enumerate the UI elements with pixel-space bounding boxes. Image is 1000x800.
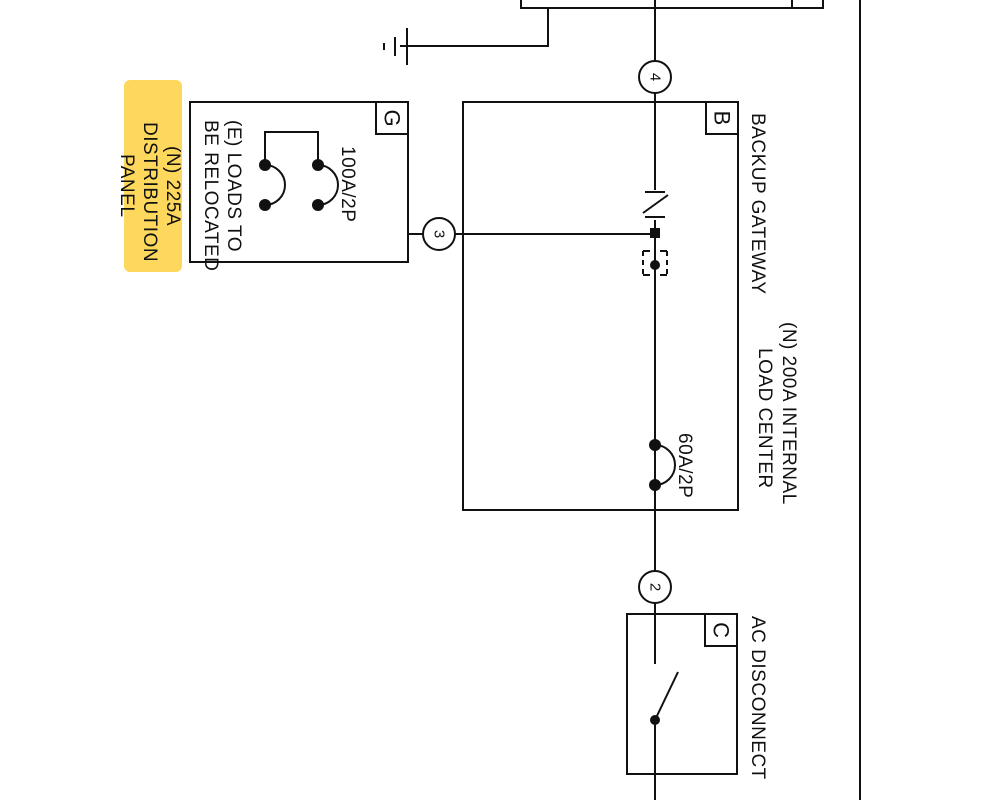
panel-name-line3: PANEL xyxy=(116,154,137,217)
node-3: 3 xyxy=(422,217,456,251)
top-equipment-box xyxy=(520,0,824,9)
panel-name-line2: DISTRIBUTION xyxy=(139,122,160,262)
tag-b: B xyxy=(710,111,735,126)
breaker-60a-label: 60A/2P xyxy=(674,433,695,498)
breaker-100a-label: 100A/2P xyxy=(337,146,358,222)
backup-gateway-label: BACKUP GATEWAY xyxy=(747,113,768,295)
svg-text:2: 2 xyxy=(647,583,664,591)
loads-label-line2: BE RELOCATED xyxy=(200,120,221,271)
panel-bus-wire xyxy=(264,131,319,165)
tag-g: G xyxy=(380,109,405,126)
node-4: 4 xyxy=(638,60,672,94)
ac-disconnect-box: C xyxy=(626,613,738,775)
ac-disconnect-label: AC DISCONNECT xyxy=(747,616,768,780)
breaker-icon xyxy=(649,439,676,491)
tag-box-c xyxy=(704,613,738,647)
tag-box-g xyxy=(375,101,409,135)
switch-icon xyxy=(650,671,679,725)
panel-name-line1: (N) 225A xyxy=(162,146,183,226)
breaker-icon xyxy=(312,159,339,211)
load-center-label-line2: LOAD CENTER xyxy=(754,348,775,489)
node-2: 2 xyxy=(638,570,672,604)
switch-icon xyxy=(642,190,669,276)
ground-icon xyxy=(383,28,408,65)
distribution-panel-box: G xyxy=(189,101,409,263)
tag-box-b xyxy=(705,101,739,135)
svg-text:3: 3 xyxy=(431,230,448,238)
load-center-label-line1: (N) 200A INTERNAL xyxy=(778,322,799,505)
highlight-marker xyxy=(124,80,182,272)
breaker-icon xyxy=(259,159,286,211)
svg-text:4: 4 xyxy=(647,73,664,81)
loads-label-line1: (E) LOADS TO xyxy=(223,120,244,252)
backup-gateway-box: B xyxy=(462,101,739,511)
tag-c: C xyxy=(709,622,734,638)
ground-wire xyxy=(400,8,549,47)
